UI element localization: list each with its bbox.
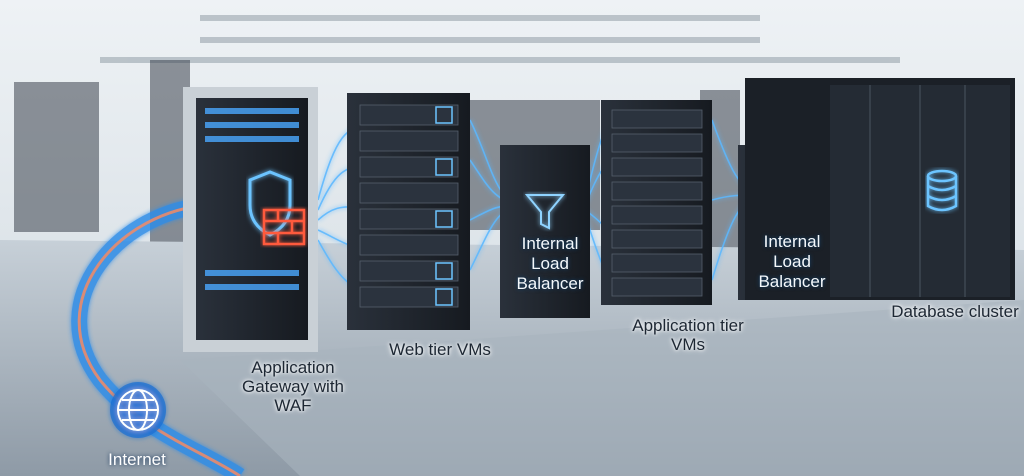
database-label: Database cluster [891,302,1019,321]
ilb-1-label: Internal Load Balancer [516,234,584,293]
ilb-2-label: Internal Load Balancer [758,232,826,291]
web-tier-label: Web tier VMs [389,340,491,359]
ceiling [100,15,900,63]
funnel-icon [524,194,566,230]
internal-load-balancer-1 [500,145,590,318]
shield-icon [248,170,292,237]
database-icon [926,169,958,212]
internet-label: Internet [108,450,166,469]
gateway-label: Application Gateway with WAF [241,358,345,415]
gateway-rack [183,87,318,352]
globe-icon [110,382,166,438]
app-tier-label: Application tier VMs [632,316,744,354]
web-tier-rack [347,93,470,330]
database-cluster [745,78,1015,300]
firewall-icon [262,208,306,246]
app-tier-rack [601,100,712,305]
